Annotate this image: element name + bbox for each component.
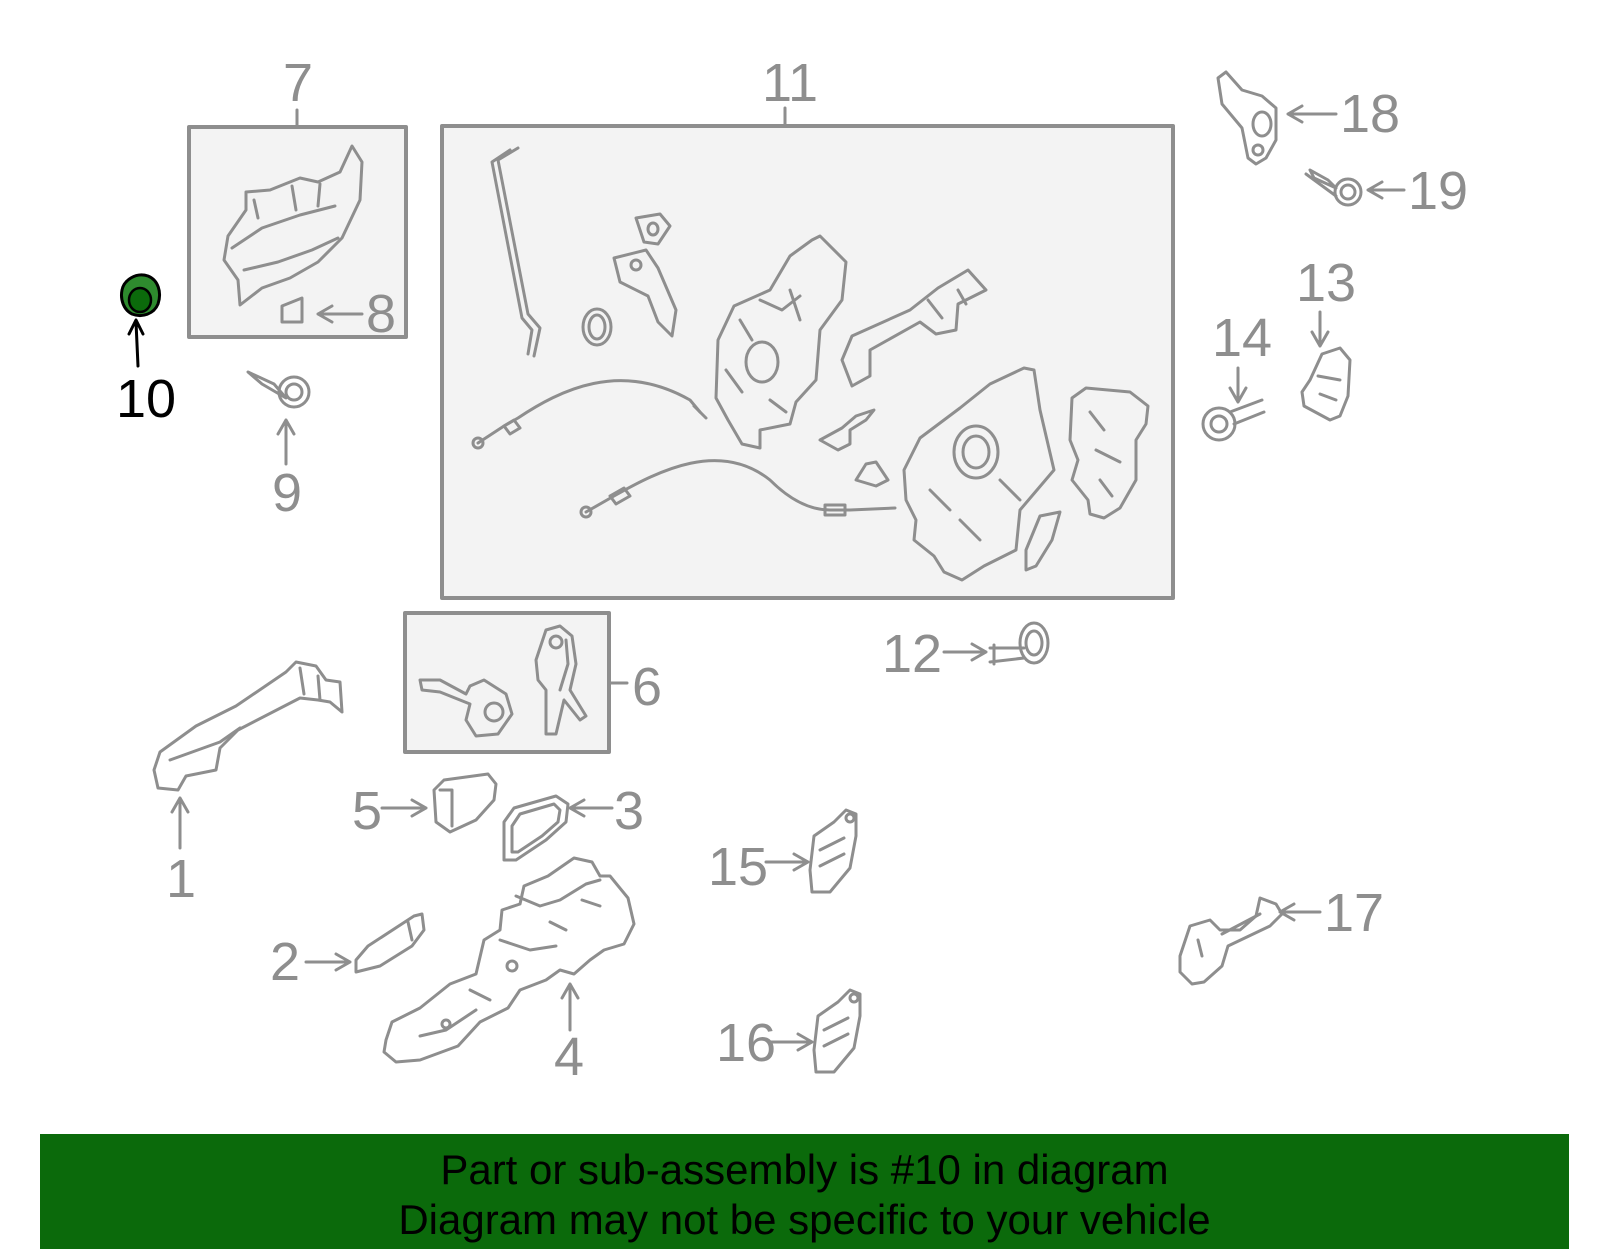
part-11-cable-upper — [476, 379, 702, 445]
callout-19: 19 — [1408, 161, 1469, 221]
arrow-14 — [1228, 366, 1248, 404]
callout-13: 13 — [1296, 253, 1357, 313]
arrow-2 — [304, 952, 352, 972]
part-4-reinforcement — [382, 856, 636, 1064]
callout-18: 18 — [1340, 84, 1401, 144]
info-banner: Part or sub-assembly is #10 in diagram D… — [40, 1134, 1569, 1249]
arrow-3 — [568, 798, 614, 818]
arrow-16 — [768, 1032, 814, 1052]
part-13 — [1300, 346, 1352, 422]
callout-5: 5 — [352, 781, 383, 841]
callout-10[interactable]: 10 — [116, 369, 177, 429]
callout-11: 11 — [762, 53, 819, 113]
box-11 — [440, 124, 1175, 600]
part-1-outer-handle — [152, 660, 344, 792]
box-6 — [403, 611, 611, 754]
arrow-4 — [560, 982, 580, 1032]
arrow-17 — [1278, 902, 1322, 922]
part-6-keys — [534, 624, 588, 736]
arrow-12 — [942, 642, 988, 662]
arrow-8 — [316, 304, 364, 324]
part-11-latch-lower — [902, 366, 1056, 582]
arrow-9 — [276, 418, 296, 466]
callout-6: 6 — [632, 657, 663, 717]
arrow-15 — [764, 852, 810, 872]
part-7-inner-handle — [222, 144, 364, 307]
callout-12: 12 — [882, 624, 943, 684]
part-17-door-check — [1178, 896, 1284, 986]
part-8-clip — [280, 296, 304, 324]
arrow-19 — [1366, 180, 1406, 200]
callout-4: 4 — [554, 1027, 585, 1087]
callout-16: 16 — [716, 1013, 777, 1073]
part-11-rod — [496, 146, 542, 358]
box-7 — [187, 125, 408, 339]
callout-14: 14 — [1212, 308, 1273, 368]
callout-3: 3 — [614, 781, 645, 841]
part-15-hinge — [808, 808, 858, 894]
arrow-10 — [127, 318, 145, 368]
part-3-gasket — [502, 794, 570, 862]
callout-2: 2 — [270, 932, 301, 992]
callout-9: 9 — [272, 463, 303, 523]
part-5 — [432, 772, 498, 834]
part-12-bolt — [988, 643, 1026, 666]
arrow-18 — [1286, 104, 1338, 124]
banner-line-1: Part or sub-assembly is #10 in diagram — [440, 1146, 1169, 1193]
part-11-bracket — [840, 268, 988, 388]
part-9-bolt — [246, 370, 288, 400]
part-2 — [354, 912, 426, 974]
callout-17: 17 — [1324, 883, 1385, 943]
arrow-13 — [1310, 310, 1330, 348]
callout-7: 7 — [283, 53, 314, 113]
part-10-highlight[interactable] — [120, 273, 162, 318]
callout-8: 8 — [366, 284, 397, 344]
arrow-5 — [380, 798, 428, 818]
arrow-1 — [170, 796, 190, 850]
part-11-latch-upper — [714, 234, 848, 450]
callout-15: 15 — [708, 837, 769, 897]
part-18 — [1216, 70, 1278, 166]
callout-1: 1 — [166, 849, 197, 909]
part-11-actuator — [1068, 386, 1150, 520]
part-6-lock-cylinder — [418, 678, 514, 738]
part-11-cable-lower — [584, 459, 897, 514]
part-16-hinge — [812, 988, 862, 1074]
banner-line-2: Diagram may not be specific to your vehi… — [398, 1196, 1211, 1243]
